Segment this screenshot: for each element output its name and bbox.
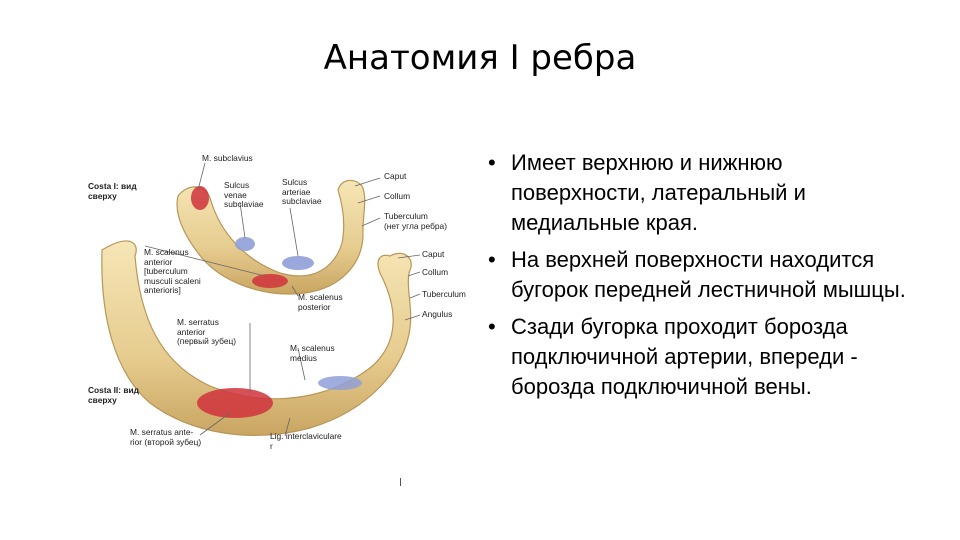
label-caput-2: Caput (422, 249, 445, 259)
label-collum-2: Collum (422, 267, 449, 277)
sulcus-venae-area (235, 237, 255, 251)
bullet-item: • На верхней поверхности находится бугоро… (488, 245, 908, 305)
bullet-dot: • (488, 314, 496, 339)
label-m-scalenus-posterior: M. scalenus posterior (298, 292, 343, 312)
label-angulus: Angulus (422, 309, 453, 319)
bullet-item: • Имеет верхнюю и нижнюю поверхности, лат… (488, 148, 908, 238)
label-costa-2: Costa II: вид сверху (88, 385, 139, 405)
label-collum-1: Collum (384, 191, 411, 201)
label-m-serratus-1: M. serratus anterior (первый зубец) (177, 317, 237, 346)
label-tuberculum-2: Tuberculum (422, 289, 466, 299)
slide-title: Анатомия I ребра (323, 38, 637, 78)
label-tuberculum-1: Tuberculum (нет угла ребра) (384, 211, 448, 231)
label-sulcus-venae: Sulcus venae subclaviae (224, 180, 264, 209)
bullet-text: Имеет верхнюю и нижнюю поверхности, лате… (511, 150, 806, 235)
label-caput-1: Caput (384, 171, 407, 181)
m-subclavius-area (191, 186, 209, 210)
m-scalenus-anterior-area (252, 274, 288, 288)
leader-lines (144, 162, 421, 437)
label-m-scalenus-medius: M. scalenus medius (290, 343, 335, 363)
bullet-text: На верхней поверхности находится бугорок… (511, 247, 906, 302)
bullet-text: Сзади бугорка проходит борозда подключич… (511, 314, 858, 399)
label-m-serratus-2: M. serratus ante- rior (второй зубец) (130, 427, 202, 447)
label-m-scalenus-anterior: M. scalenus anterior [tuberculum musculi… (144, 247, 201, 295)
sulcus-arteriae-area (282, 256, 314, 270)
label-lig-interclaviculare: Lig. interclaviculare r (270, 431, 342, 451)
stray-mark (400, 478, 401, 486)
m-serratus-area (197, 388, 273, 418)
m-scalenus-medius-area (318, 376, 362, 390)
bullet-list: • Имеет верхнюю и нижнюю поверхности, лат… (488, 148, 908, 409)
rib-illustration (101, 162, 421, 437)
label-sulcus-arteriae: Sulcus arteriae subclaviae (282, 177, 322, 206)
label-m-subclavius: M. subclavius (202, 153, 253, 163)
bullet-dot: • (488, 247, 496, 272)
bullet-dot: • (488, 150, 496, 175)
label-costa-1: Costa I: вид сверху (88, 181, 137, 201)
costa-2-shape (101, 240, 412, 436)
rib-anatomy-figure: Costa I: вид сверху M. subclavius Sulcus… (80, 148, 470, 493)
bullet-item: • Сзади бугорка проходит борозда подключи… (488, 312, 908, 402)
